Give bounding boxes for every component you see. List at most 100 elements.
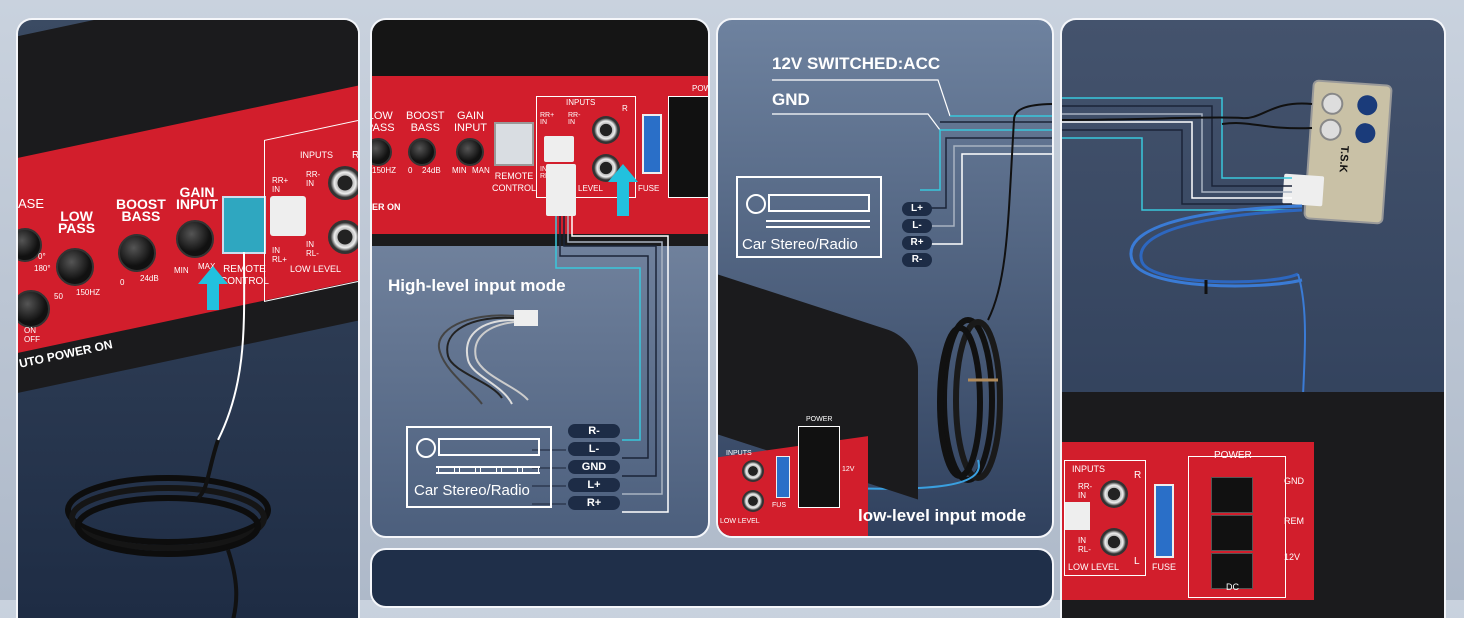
remote-control-port[interactable]	[494, 122, 534, 166]
low-pass-label: LOW PASS	[58, 208, 96, 236]
phase-180-label: 180°	[34, 264, 51, 273]
rca-input-left[interactable]	[742, 490, 764, 512]
gnd-label: GND	[772, 90, 810, 109]
terminal-l-minus: L-	[568, 442, 620, 456]
panel-high-level-input: LOW PASS BOOST BASS GAIN INPUT 150HZ 0 2…	[370, 18, 710, 538]
bb-min-label: 0	[120, 278, 125, 287]
rca-input-right[interactable]	[1100, 480, 1128, 508]
on-off-label: ON OFF	[24, 326, 40, 344]
lp-max-label: 150HZ	[372, 166, 397, 175]
gain-input-knob[interactable]	[456, 138, 484, 166]
in-rl-minus-label: IN RL-	[306, 240, 319, 258]
rca-input-right[interactable]	[328, 166, 358, 200]
terminal-r-plus: R+	[568, 496, 620, 510]
terminal-screw-rem[interactable]	[1211, 515, 1253, 551]
panel-bottom-blank	[370, 548, 1054, 608]
low-level-wiring	[772, 79, 1052, 490]
boost-bass-knob[interactable]	[118, 234, 156, 272]
r-label: R	[622, 104, 628, 113]
terminal-l-plus: L+	[568, 478, 620, 492]
terminal-r-plus: R+	[902, 236, 932, 250]
in-rl-plus-label: IN RL+	[272, 246, 287, 264]
r-label: R	[1134, 470, 1142, 481]
car-stereo-box: Car Stereo/Radio	[736, 176, 882, 258]
inputs-label: INPUTS	[726, 450, 752, 457]
terminal-screw-gnd[interactable]	[1211, 477, 1253, 513]
terminal-r-minus: R-	[902, 253, 932, 267]
stereo-buttons	[436, 466, 540, 474]
low-level-label: LOW LEVEL	[1068, 562, 1120, 572]
terminal-screw-12v[interactable]	[1211, 553, 1253, 589]
fuse-label: FUSE	[1152, 562, 1177, 572]
boost-bass-knob[interactable]	[408, 138, 436, 166]
rr-minus-in-label: RR- IN	[568, 112, 581, 126]
phase-label: ASE	[18, 196, 45, 211]
low-level-label: LOW LEVEL	[290, 264, 342, 274]
fuse-holder[interactable]	[776, 456, 790, 498]
bb-max-label: 24dB	[422, 166, 441, 175]
low-pass-label: LOW PASS	[370, 110, 395, 134]
rr-minus-in-label: RR- IN	[306, 170, 321, 188]
lp-min-label: 50	[54, 292, 63, 301]
er-on-label: ER ON	[372, 202, 401, 212]
panel-low-level-input: 12V SWITCHED:ACC GND Car Stereo/Radio L+…	[716, 18, 1054, 538]
dc-label: DC	[1226, 582, 1239, 592]
stereo-caption: Car Stereo/Radio	[414, 482, 530, 499]
rem-label: REM	[1284, 516, 1304, 526]
fuse-label: FUS	[772, 502, 786, 509]
bb-min-label: 0	[408, 166, 413, 175]
terminal-gnd: GND	[568, 460, 620, 474]
boost-bass-label: BOOST BASS	[116, 196, 166, 224]
stereo-display	[768, 194, 870, 212]
arrow-icon	[198, 266, 228, 310]
power-terminal[interactable]	[798, 426, 840, 508]
auto-power-switch[interactable]	[18, 290, 50, 328]
power-terminal-block[interactable]	[1188, 456, 1286, 598]
rca-input-left[interactable]	[1100, 528, 1128, 556]
high-level-connector[interactable]	[1064, 502, 1090, 530]
amp-right	[1314, 442, 1444, 602]
stereo-display	[438, 438, 540, 456]
rca-input-left[interactable]	[328, 220, 358, 254]
fuse-label: FUSE	[638, 184, 660, 193]
amp-bottom-edge	[372, 234, 708, 246]
v12-label: 12V	[1284, 552, 1301, 562]
rca-input-right[interactable]	[592, 116, 620, 144]
high-level-wiring	[437, 216, 669, 513]
terminal-r-minus: R-	[568, 424, 620, 438]
inputs-label: INPUTS	[300, 150, 334, 160]
amp-housing	[1062, 392, 1444, 442]
remote-control-port[interactable]	[222, 196, 266, 254]
stereo-caption: Car Stereo/Radio	[742, 236, 858, 253]
gain-min-label: MIN	[174, 266, 189, 275]
panel-converter-wiring: T.S.K INPUTS R RR- IN IN RL- LOW LEVEL L…	[1060, 18, 1446, 618]
gain-min-label: MIN	[452, 166, 467, 175]
fuse-holder[interactable]	[1154, 484, 1174, 558]
bb-max-label: 24dB	[140, 274, 159, 283]
gain-input-knob[interactable]	[176, 220, 214, 258]
arrow-icon	[608, 164, 638, 216]
low-pass-knob[interactable]	[56, 248, 94, 286]
stereo-knob-icon	[746, 194, 766, 214]
inputs-frame	[1064, 460, 1146, 576]
low-pass-knob[interactable]	[372, 138, 392, 166]
power-terminal[interactable]	[668, 96, 708, 198]
rca-input-right[interactable]	[742, 460, 764, 482]
terminal-l-minus: L-	[902, 219, 932, 233]
high-level-connector[interactable]	[544, 136, 574, 162]
inputs-label: INPUTS	[1072, 464, 1106, 474]
acc-label: 12V SWITCHED:ACC	[772, 54, 941, 73]
gain-max-label: MAX	[198, 262, 216, 271]
harness-plug	[546, 164, 576, 216]
in-rl-label: IN RL-	[1078, 536, 1091, 554]
fuse-holder[interactable]	[642, 114, 662, 174]
phase-deg-label: 0°	[38, 252, 46, 261]
high-level-connector[interactable]	[270, 196, 306, 236]
stereo-knob-icon	[416, 438, 436, 458]
power-label: POWER	[1214, 450, 1252, 461]
remote-cable	[65, 251, 271, 618]
low-level-label: LOW LEVEL	[720, 518, 760, 525]
boost-bass-label: BOOST BASS	[406, 110, 445, 134]
amp-top-housing	[372, 20, 708, 86]
rr-in-label: RR- IN	[1078, 482, 1093, 500]
